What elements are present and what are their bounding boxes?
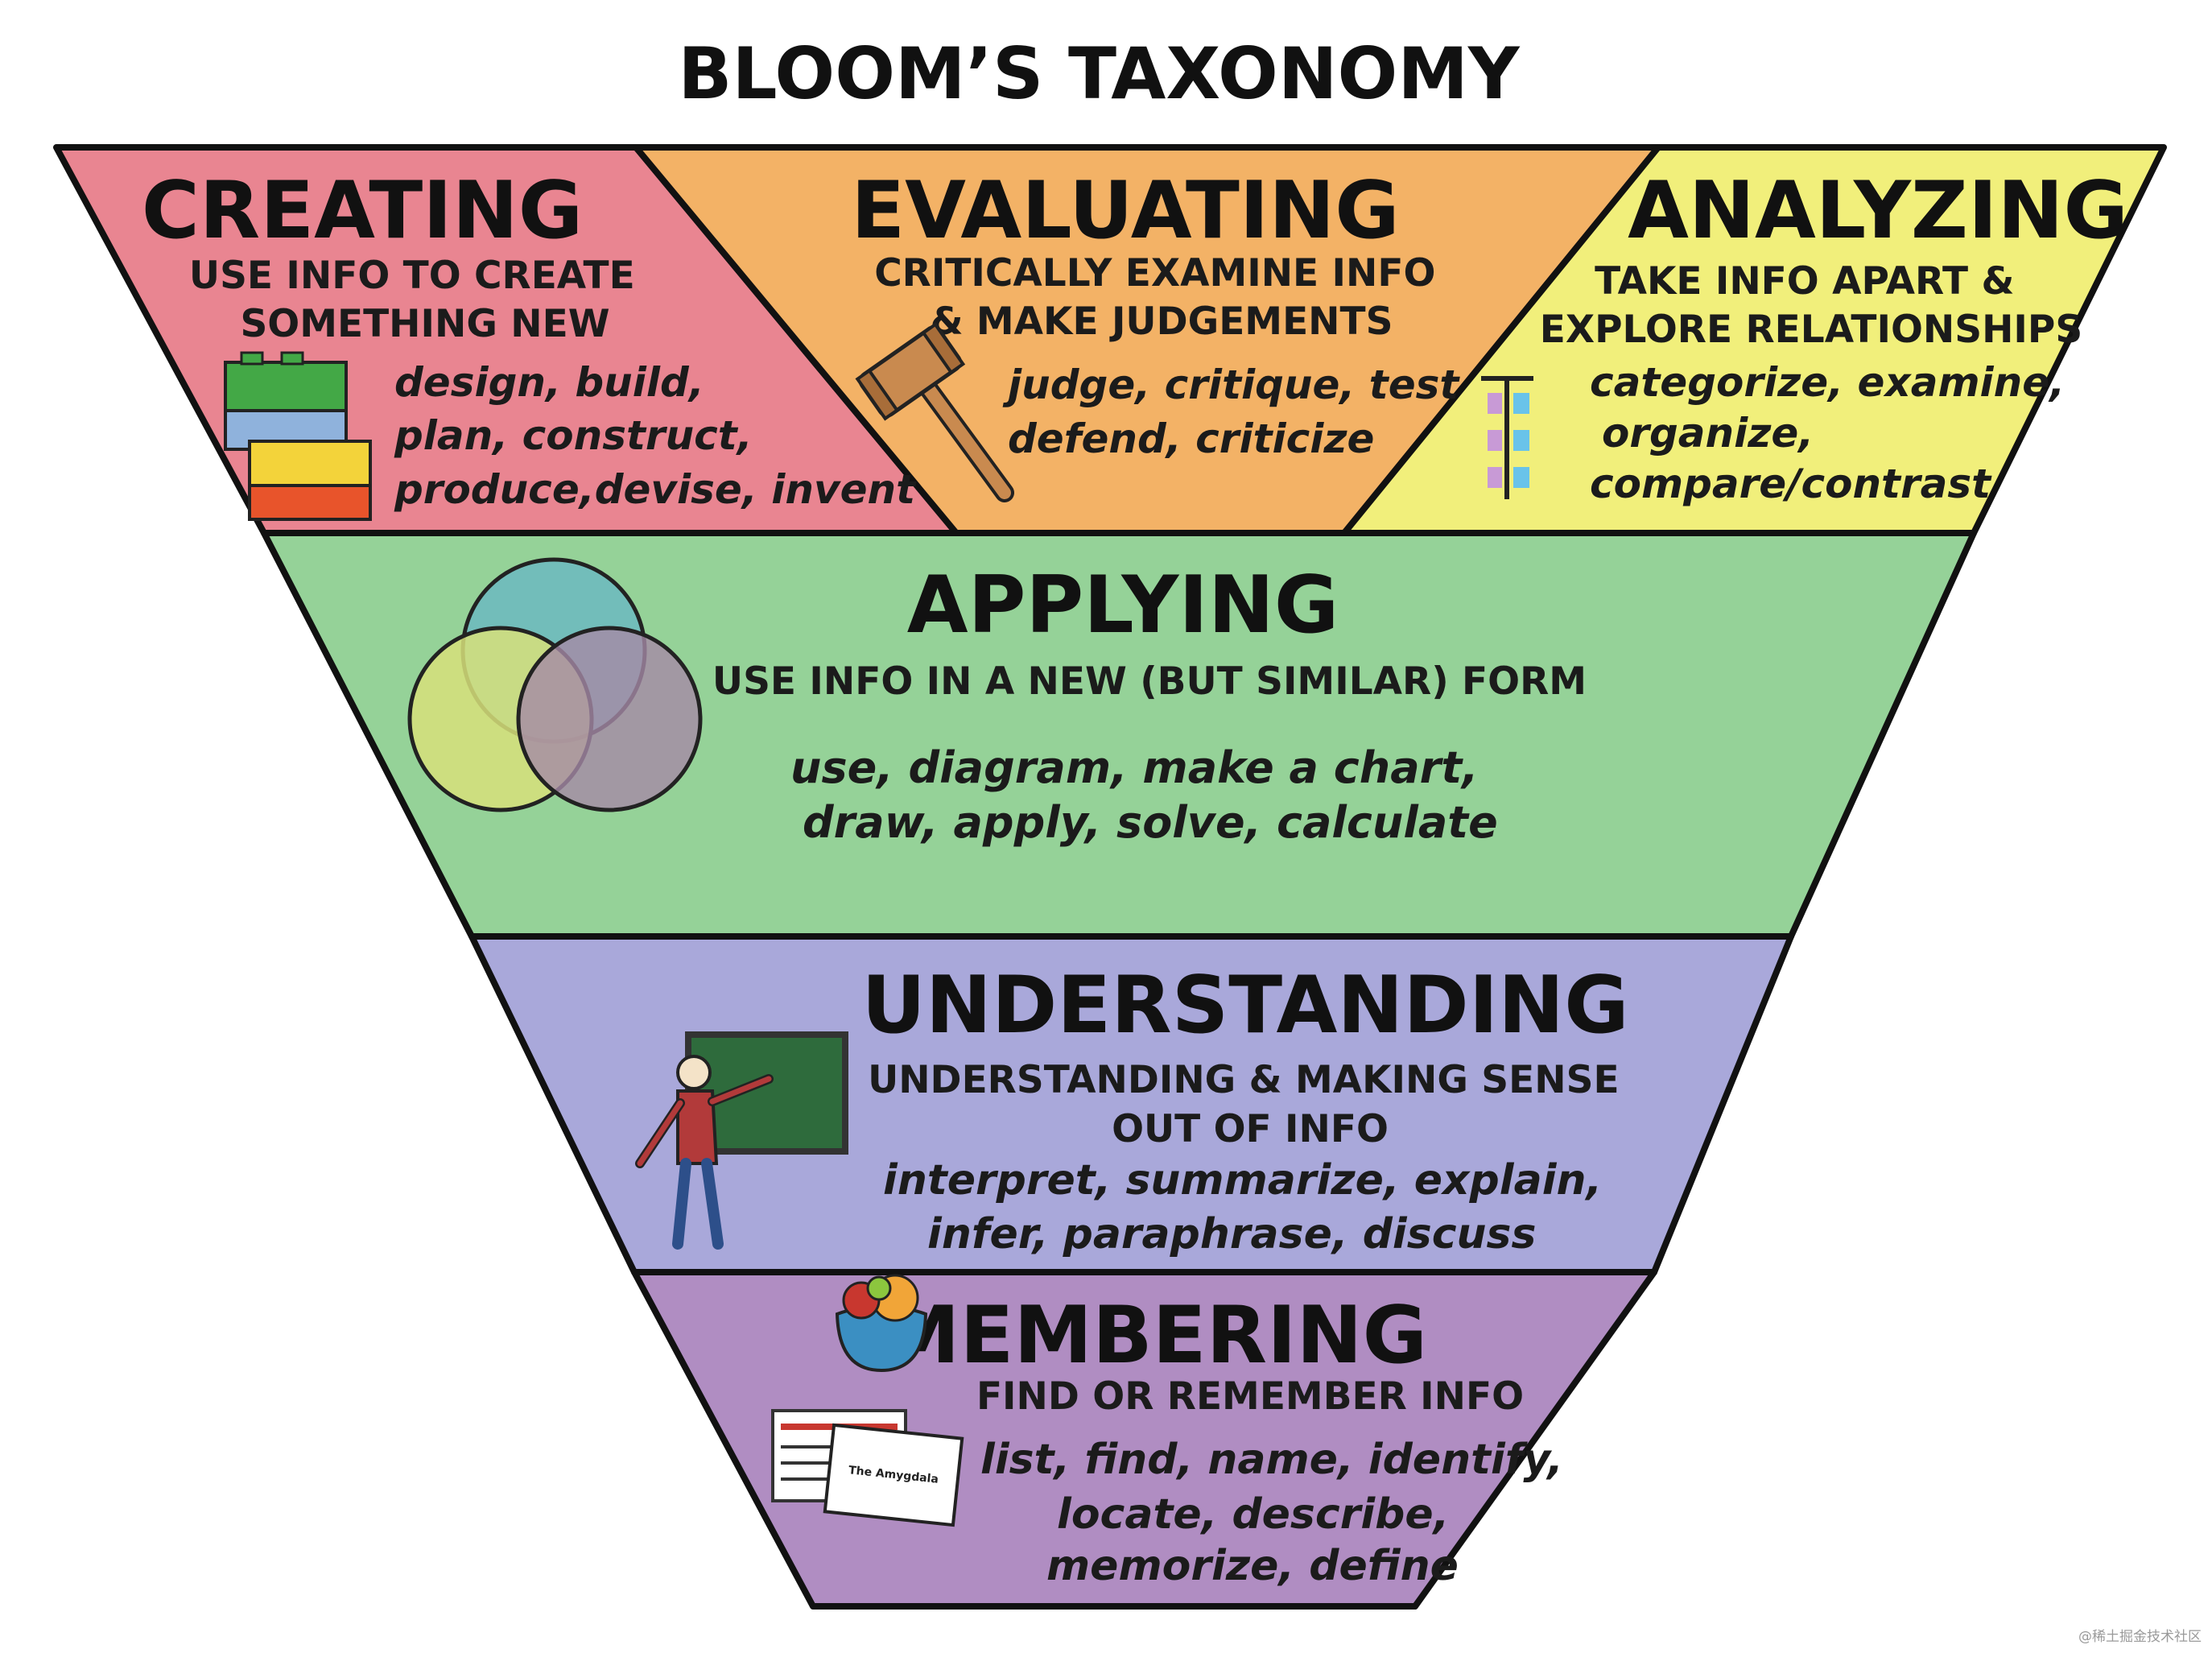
diagram-title: BLOOM’S TAXONOMY: [678, 32, 1520, 115]
flashcards-icon: The Amygdala: [771, 1409, 964, 1527]
understanding-heading: UNDERSTANDING: [861, 960, 1628, 1052]
evaluating-description: CRITICALLY EXAMINE INFO & MAKE JUDGEMENT…: [874, 251, 1449, 344]
venn-diagram-icon: [407, 557, 703, 812]
creating-description: USE INFO TO CREATE SOMETHING NEW: [189, 254, 648, 346]
t-chart-icon: [1481, 376, 1533, 499]
evaluating-heading: EVALUATING: [851, 165, 1400, 257]
watermark: @稀土掘金技术社区: [2078, 1629, 2202, 1645]
creating-verbs: design, build, plan, construct, produce,…: [394, 359, 917, 513]
applying-heading: APPLYING: [907, 560, 1339, 651]
remembering-heading: MEMBERING: [881, 1290, 1427, 1382]
evaluating-verbs: judge, critique, test defend, criticize: [1002, 362, 1473, 462]
applying-description: USE INFO IN A NEW (BUT SIMILAR) FORM: [712, 659, 1587, 704]
analyzing-description: TAKE INFO APART & EXPLORE RELATIONSHIPS: [1540, 259, 2082, 352]
understanding-verbs: interpret, summarize, explain, infer, pa…: [883, 1156, 1616, 1258]
gavel-icon: [855, 322, 1014, 502]
remembering-description: FIND OR REMEMBER INFO: [976, 1374, 1524, 1419]
analyzing-heading: ANALYZING: [1628, 165, 2128, 257]
lego-bricks-icon: [224, 351, 372, 521]
analyzing-verbs: categorize, examine, organize, compare/c…: [1590, 359, 2079, 507]
creating-heading: CREATING: [142, 165, 583, 257]
applying-verbs: use, diagram, make a chart, draw, apply,…: [790, 742, 1498, 848]
understanding-description: UNDERSTANDING & MAKING SENSE OUT OF INFO: [868, 1058, 1632, 1151]
remembering-verbs: list, find, name, identify, locate, desc…: [980, 1436, 1578, 1590]
teacher-chalkboard-icon: [635, 1031, 848, 1250]
fruit-bowl-icon: [835, 1274, 928, 1373]
